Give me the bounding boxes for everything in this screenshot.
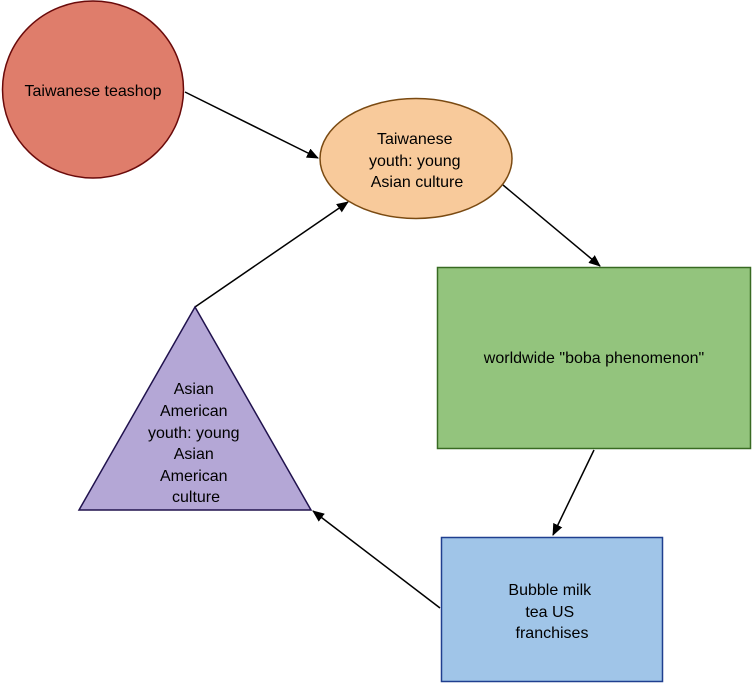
- node-label: Taiwanese youth: young Asian culture: [369, 131, 465, 191]
- edge-asian-american-youth-to-taiwanese-youth: [194, 201, 349, 308]
- node-label: Bubble milk tea US franchises: [508, 582, 595, 642]
- edges: [184, 91, 601, 609]
- rectangle-shape: [436, 266, 752, 450]
- ellipse-shape: [319, 97, 513, 220]
- edge-boba-to-franchises: [552, 449, 595, 536]
- node-label: worldwide "boba phenomenon": [483, 350, 704, 367]
- node-franchises[interactable]: Bubble milk tea US franchises: [440, 536, 664, 683]
- node-label: Asian American youth: young Asian Americ…: [148, 381, 244, 506]
- node-taiwanese-youth[interactable]: Taiwanese youth: young Asian culture: [319, 97, 513, 220]
- edge-teashop-to-taiwanese-youth: [184, 91, 319, 159]
- triangle-shape: [77, 305, 313, 511]
- rectangle-shape: [440, 536, 664, 683]
- node-label: Taiwanese teashop: [25, 83, 162, 100]
- node-boba[interactable]: worldwide "boba phenomenon": [436, 266, 752, 450]
- edge-taiwanese-youth-to-boba: [502, 184, 601, 267]
- circle-shape: [1, 0, 185, 179]
- edge-franchises-to-asian-american-youth: [312, 510, 441, 609]
- node-asian-american-youth[interactable]: Asian American youth: young Asian Americ…: [77, 305, 313, 511]
- node-teashop[interactable]: Taiwanese teashop: [1, 0, 185, 179]
